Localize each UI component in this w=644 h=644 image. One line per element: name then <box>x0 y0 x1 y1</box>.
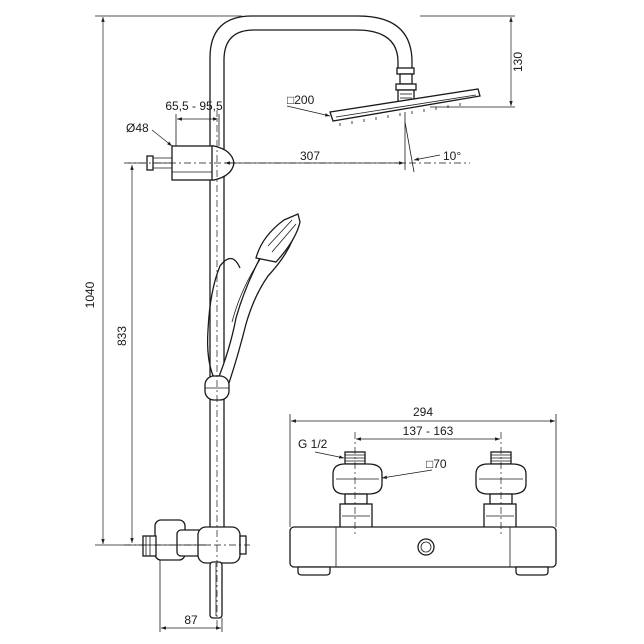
dim-arm-reach: 307 <box>300 149 320 163</box>
dim-outlet-height: 833 <box>115 326 129 346</box>
riser-pipe-outer <box>209 15 413 545</box>
thermostatic-mixer-side <box>142 519 247 619</box>
dim-bracket-range: 65,5 - 95,5 <box>165 99 223 113</box>
dim-tilt: 10° <box>443 149 461 163</box>
dim-inlet-thread: G 1/2 <box>298 437 328 451</box>
dim-head-size: □200 <box>287 93 315 107</box>
mixer-front-view <box>289 451 557 576</box>
hose <box>206 257 241 379</box>
dim-total-height: 1040 <box>83 281 97 308</box>
dim-wall-offset: 87 <box>184 613 198 627</box>
hand-shower <box>215 213 301 387</box>
dim-rail-dia: Ø48 <box>126 121 149 135</box>
wall-bracket <box>146 145 235 181</box>
shower-column <box>142 15 481 619</box>
dim-arm-drop: 130 <box>511 52 525 72</box>
dim-mixer-width: 294 <box>413 405 433 419</box>
overhead-shower-head <box>329 88 481 126</box>
mixer-dimensions: 294 137 - 163 G 1/2 □70 <box>289 405 557 535</box>
riser-pipe-inner <box>223 29 399 545</box>
dim-eccentric-size: □70 <box>426 457 447 471</box>
mixer-outlet-port <box>417 538 435 556</box>
mixer-body <box>289 526 557 576</box>
dim-inlet-centres: 137 - 163 <box>403 424 454 438</box>
shower-arm-connector <box>395 67 417 103</box>
column-dimensions: 1040 833 130 □200 307 10° 65,5 - 95,5 <box>83 15 525 632</box>
inlet-left <box>332 451 383 529</box>
